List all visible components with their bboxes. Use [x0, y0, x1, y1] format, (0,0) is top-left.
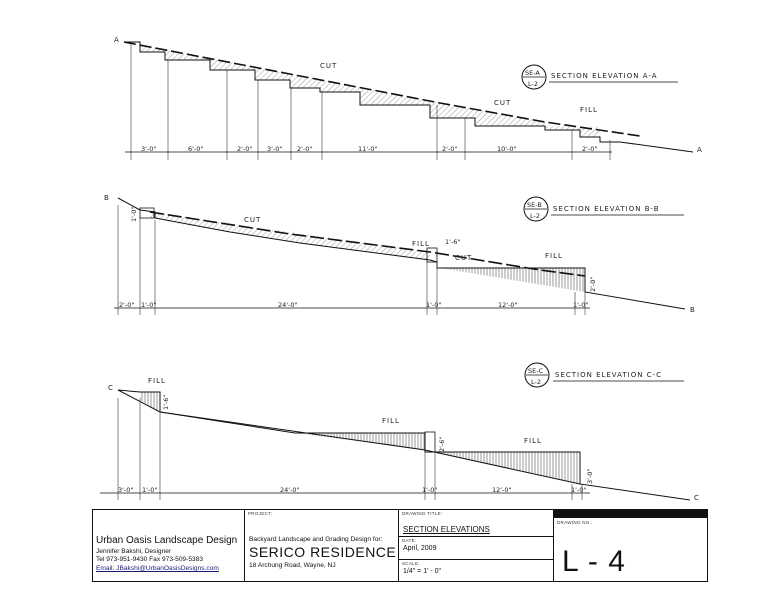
section-a-tag: SE-A L-2 [521, 64, 547, 90]
section-c-fill-area [140, 392, 160, 412]
section-c: C C FILL FILL FILL 1'-6" 2'-6" 3'-0" 3'-… [100, 362, 700, 502]
svg-text:SE-A: SE-A [525, 69, 540, 77]
svg-text:SE-C: SE-C [528, 367, 544, 375]
section-c-callout-fill-3: FILL [524, 437, 542, 445]
section-b-vdim-1: 1'-0" [130, 207, 138, 222]
section-b-callout-fill-2: FILL [545, 252, 563, 260]
section-b-callout-fill: FILL [412, 240, 430, 248]
svg-text:1'-0": 1'-0" [426, 301, 441, 309]
svg-text:1'-0": 1'-0" [573, 301, 588, 309]
section-b-dimensions: 2'-0" 1'-0" 24'-0" 1'-0" 12'-0" 1'-0" [119, 301, 588, 309]
svg-text:2'-0": 2'-0" [237, 145, 252, 153]
svg-text:1'-0": 1'-0" [142, 486, 157, 494]
email-link[interactable]: Email: JBakshi@UrbanOasisDesigns.com [96, 565, 219, 572]
section-b-proposed-grade [117, 197, 686, 310]
section-c-end-left: C [108, 384, 114, 392]
date-cell: DATE: April, 2009 [399, 537, 554, 560]
section-c-proposed-grade [117, 389, 691, 501]
svg-text:2'-0": 2'-0" [119, 301, 134, 309]
svg-text:10'-0": 10'-0" [497, 145, 517, 153]
section-a-existing-grade [123, 41, 641, 137]
svg-text:2'-0": 2'-0" [582, 145, 597, 153]
date-value: April, 2009 [403, 545, 437, 552]
section-b: B B CUT FILL 1'-6" CUT FILL 1'-0" 2'-0" … [104, 194, 696, 315]
section-c-tag: SE-C L-2 [524, 362, 550, 388]
section-b-end-left: B [104, 194, 110, 202]
section-a-title: SECTION ELEVATION A-A [551, 72, 658, 80]
phone-fax: Tel 973-951-9430 Fax 973-509-5383 [96, 556, 204, 563]
section-b-end-right: B [690, 306, 696, 314]
section-c-callout-fill: FILL [148, 377, 166, 385]
date-label: DATE: [402, 538, 417, 543]
section-c-vdim-2: 2'-6" [438, 437, 446, 452]
title-block-project: PROJECT: Backyard Landscape and Grading … [244, 509, 399, 582]
section-b-callout-cut-2: CUT [455, 254, 472, 262]
section-c-vdim-1: 1'-6" [162, 395, 170, 410]
svg-text:24'-0": 24'-0" [280, 486, 300, 494]
svg-text:12'-0": 12'-0" [492, 486, 512, 494]
section-b-existing-grade [149, 211, 586, 277]
designer-name: Jennifer Bakshi, Designer [96, 548, 172, 555]
section-c-title: SECTION ELEVATION C-C [555, 371, 662, 379]
title-block-drawing: DRAWING TITLE: SECTION ELEVATIONS DATE: … [398, 509, 554, 582]
svg-text:3'-0": 3'-0" [267, 145, 282, 153]
section-a: A A CUT CUT FILL 3'-0" 6'-0" 2'-0" 3'-0"… [114, 36, 703, 160]
section-b-title: SECTION ELEVATION B-B [553, 205, 660, 213]
drawing-number-label: DRAWING NO.: [557, 520, 593, 525]
title-block-number: DRAWING NO.: L - 4 [553, 509, 708, 582]
drawing-title-cell: DRAWING TITLE: SECTION ELEVATIONS [399, 510, 554, 537]
section-c-vdim-3: 3'-0" [586, 469, 594, 484]
scale-label: SCALE: [402, 561, 420, 566]
drawing-title: SECTION ELEVATIONS [403, 525, 490, 534]
title-block-firm: Urban Oasis Landscape Design Jennifer Ba… [92, 509, 245, 582]
project-name: SERICO RESIDENCE [249, 544, 397, 560]
section-c-callout-fill-2: FILL [382, 417, 400, 425]
section-a-fill-area [545, 126, 600, 137]
svg-text:L-2: L-2 [530, 212, 540, 220]
drawing-number: L - 4 [562, 545, 626, 578]
svg-text:11'-0": 11'-0" [358, 145, 378, 153]
svg-text:1'-0": 1'-0" [422, 486, 437, 494]
section-b-fill-area [440, 268, 585, 292]
project-address: 18 Archung Road, Wayne, NJ [249, 562, 336, 569]
section-b-callout-dim: 1'-6" [445, 238, 460, 246]
svg-text:L-2: L-2 [531, 378, 541, 386]
svg-text:24'-0": 24'-0" [278, 301, 298, 309]
scale-cell: SCALE: 1/4" = 1' - 0" [399, 560, 554, 580]
firm-name: Urban Oasis Landscape Design [96, 535, 238, 546]
svg-text:12'-0": 12'-0" [498, 301, 518, 309]
svg-text:3'-0": 3'-0" [118, 486, 133, 494]
section-a-callout-cut-2: CUT [494, 99, 511, 107]
svg-text:3'-0": 3'-0" [141, 145, 156, 153]
project-description: Backyard Landscape and Grading Design fo… [249, 536, 383, 543]
svg-text:L-2: L-2 [528, 80, 538, 88]
section-a-cut-area-2 [440, 103, 545, 126]
svg-text:1'-0": 1'-0" [571, 486, 586, 494]
project-label: PROJECT: [248, 511, 273, 516]
section-b-cut-area [150, 212, 430, 260]
section-a-dimensions: 3'-0" 6'-0" 2'-0" 3'-0" 2'-0" 11'-0" 2'-… [141, 145, 597, 153]
section-b-vdim-2: 2'-0" [589, 277, 597, 292]
svg-text:1'-0": 1'-0" [141, 301, 156, 309]
svg-text:2'-0": 2'-0" [442, 145, 457, 153]
section-b-callout-cut: CUT [244, 216, 261, 224]
section-a-callout-cut: CUT [320, 62, 337, 70]
scale-value: 1/4" = 1' - 0" [403, 568, 442, 575]
section-b-tag: SE-B L-2 [523, 196, 549, 222]
svg-text:SE-B: SE-B [527, 201, 542, 209]
section-a-end-right: A [697, 146, 703, 154]
svg-text:6'-0": 6'-0" [188, 145, 203, 153]
section-a-callout-fill: FILL [580, 106, 598, 114]
number-bar [554, 510, 707, 518]
drawing-title-label: DRAWING TITLE: [402, 511, 443, 516]
section-c-existing-grade [117, 389, 581, 485]
section-a-proposed-grade [124, 41, 694, 153]
section-c-end-right: C [694, 494, 700, 502]
section-c-dimensions: 3'-0" 1'-0" 24'-0" 1'-0" 12'-0" 1'-0" [118, 486, 586, 494]
section-a-end-left: A [114, 36, 120, 44]
svg-text:2'-0": 2'-0" [297, 145, 312, 153]
